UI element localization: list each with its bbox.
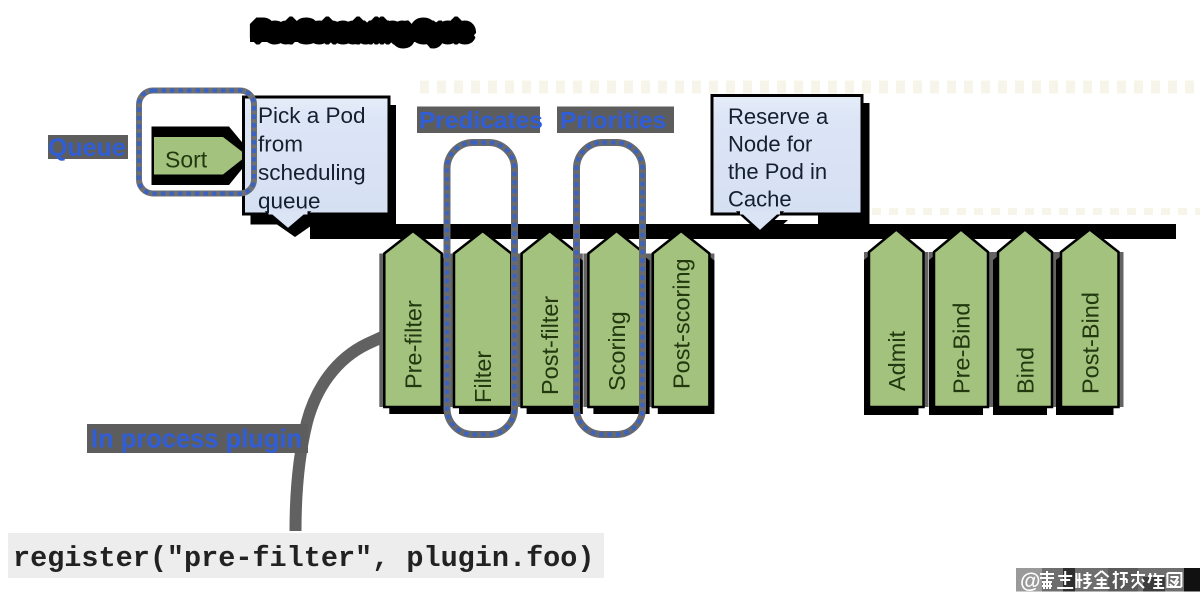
svg-text:the Pod in: the Pod in — [728, 159, 827, 184]
svg-text:Predicates: Predicates — [419, 108, 543, 135]
svg-text:Pre-Bind: Pre-Bind — [949, 303, 975, 394]
svg-text:Sort: Sort — [165, 147, 208, 173]
svg-text:Post-filter: Post-filter — [537, 296, 563, 395]
svg-text:Cache: Cache — [728, 187, 792, 212]
svg-text:Queue: Queue — [48, 134, 126, 162]
svg-text:Admit: Admit — [884, 330, 910, 391]
svg-text:Scoring: Scoring — [604, 311, 630, 391]
svg-text:Pod Scheduling Cycle: Pod Scheduling Cycle — [255, 20, 470, 43]
svg-text:Post-Bind: Post-Bind — [1077, 292, 1103, 394]
svg-text:Priorities: Priorities — [560, 108, 666, 135]
svg-text:Pre-filter: Pre-filter — [401, 300, 427, 389]
svg-text:Reserve a: Reserve a — [728, 104, 829, 129]
svg-text:Node for: Node for — [728, 132, 812, 157]
svg-text:Pick a Pod: Pick a Pod — [258, 103, 366, 128]
svg-text:In process plugin: In process plugin — [91, 426, 302, 454]
svg-text:queue: queue — [258, 189, 321, 214]
svg-text:register("pre-filter", plugin.: register("pre-filter", plugin.foo) — [13, 542, 595, 575]
svg-text:Bind: Bind — [1013, 347, 1039, 394]
svg-text:Post-scoring: Post-scoring — [669, 258, 695, 389]
svg-text:@: @ — [1020, 570, 1040, 593]
svg-text:scheduling: scheduling — [258, 160, 366, 185]
svg-text:Filter: Filter — [470, 351, 496, 403]
svg-text:from: from — [258, 132, 303, 157]
